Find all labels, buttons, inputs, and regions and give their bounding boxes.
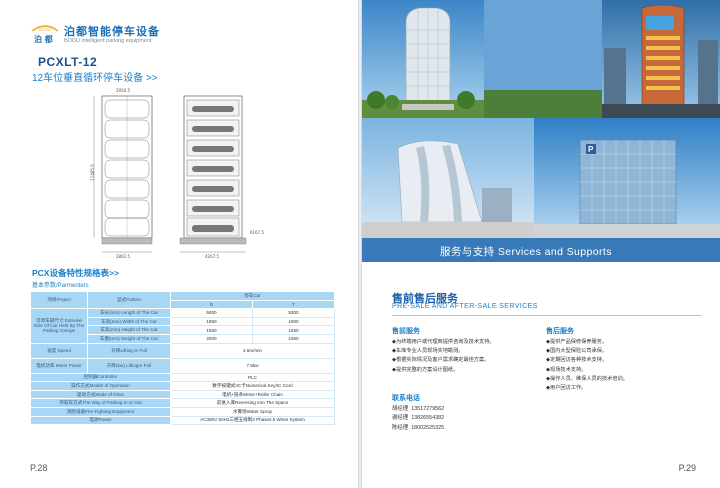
service-title-en: PRE-SALE AND AFTER-SALE SERVICES	[392, 303, 538, 310]
spec-size-label: 车宽(mm) Width of The Car	[87, 316, 171, 327]
spec-speed-label: 速度 Speed	[30, 342, 88, 359]
spec-motor-sub: 升降(kw) Liftingor Full	[87, 357, 171, 374]
curved-building-photo	[362, 118, 534, 238]
tower-photo-1	[362, 0, 484, 118]
side-elevation-drawing	[178, 90, 248, 260]
list-item: ◆现场技术支持。	[546, 366, 587, 373]
page-gutter	[358, 0, 362, 488]
building-photo-collage: P	[362, 0, 720, 262]
spec-size-label: 车长(mm) Length of The Car	[87, 308, 171, 318]
spec-speed-value: 4.5m/min	[170, 342, 335, 359]
spec-row-value: 水雾喷Water Spray	[170, 406, 335, 417]
glass-building-photo: P	[534, 118, 720, 238]
spec-row-value: AC380V 50Hz三相五线制3 Phases 5 Wires System	[170, 415, 335, 426]
spec-size-t: 2350	[251, 333, 336, 344]
spec-row-value: 数字按键式/IC卡Numerical Key/IC Cord	[170, 381, 335, 391]
spec-project-header: 项目Project	[30, 290, 88, 310]
front-elevation-drawing	[88, 90, 160, 260]
list-item: ◆车库专业人员现场实地勘测。	[392, 348, 464, 355]
spec-table-subtitle: 基本参数/Parmenters	[32, 283, 89, 289]
spec-size-t: 1900	[251, 316, 336, 327]
spec-motor-label: 电机功率 Motor Power	[30, 357, 88, 374]
spec-row-label: 存取车方式The Way of Parking In or Out	[30, 398, 171, 408]
spec-row-value: PLC	[170, 372, 335, 383]
spec-size-label: 车高(mm) Height of The Car	[87, 325, 171, 335]
side-width-dim: 6167.5	[250, 230, 264, 235]
contact-row: 陈经理 18002525325	[392, 424, 445, 431]
spec-row-label: 驱动方式Mode of Drive	[30, 389, 171, 400]
pre-sale-list: ◆为终端用户或代理商提供咨询及技术支持。 ◆车库专业人员现场实地勘测。 ◆根据实…	[392, 338, 495, 375]
list-item: ◆提供完整的方案设计图纸。	[392, 366, 459, 373]
spec-row-label: 电源Power	[30, 415, 171, 426]
front-height-dim: 11485.5	[89, 164, 95, 181]
page-number-left: P.28	[30, 463, 48, 473]
spec-pattern-header: 型式Pattern	[87, 290, 171, 310]
sky-photo	[484, 0, 602, 118]
pre-sale-heading: 售前服务	[392, 328, 420, 335]
svg-text:P: P	[588, 145, 594, 154]
after-sale-list: ◆提供产品保修保养服务。 ◆国内大型保险公司承保。 ◆定期回访各种技术支持。 ◆…	[546, 338, 628, 393]
spec-size-d: 2000	[170, 333, 253, 344]
spec-motor-value: 7.5kw	[170, 357, 335, 374]
spec-row-label: 操作方式Modes of Operation	[30, 381, 171, 391]
tower-photo-night	[602, 0, 720, 118]
spec-row-value: 前进入库Reversing Into The Space	[170, 398, 335, 408]
spec-car-type: 停车Car	[170, 291, 335, 301]
front-bottom-dim: 2862.5	[116, 254, 130, 259]
brand-name-en: BODU intelligent parking equipment	[64, 38, 152, 44]
spec-size-d: 1550	[170, 325, 253, 335]
list-item: ◆操作人员、维保人员的技术培训。	[546, 375, 628, 382]
service-title-cn: 售前售后服务	[392, 293, 458, 305]
contact-row: 胡经理 13517279562	[392, 406, 445, 412]
right-page: P 服务与支持 Services and Supports 售前售后服务 PRE…	[362, 0, 720, 488]
spec-size-label: 车重(mm) Weight of The Car	[87, 333, 171, 344]
spec-size-t: 1550	[251, 325, 336, 335]
spec-row-label: 消防设备Fire-Fighting Equipment	[30, 406, 171, 417]
logo-latin: BODU	[39, 27, 51, 32]
list-item: ◆根据实际情况及客户需求确定最佳方案。	[392, 357, 490, 364]
spec-col-d: D	[170, 299, 253, 310]
contact-list: 胡经理 13517279562 谢经理 13826554382 陈经理 1800…	[392, 405, 444, 433]
spec-speed-sub: 升降Lifting or Full	[87, 342, 171, 359]
product-subtitle: 12车位垂直循环停车设备 >>	[32, 73, 158, 84]
spec-col-t: T	[251, 299, 336, 310]
services-band	[362, 238, 720, 262]
list-item: ◆定期回访各种技术支持。	[546, 357, 608, 364]
model-number: PCXLT-12	[38, 55, 98, 69]
services-band-title: 服务与支持 Services and Supports	[440, 246, 612, 258]
service-divider	[392, 315, 702, 316]
side-bottom-dim: 4267.5	[205, 254, 219, 259]
logo-chinese: 泊 都	[34, 34, 53, 44]
bodu-logo-icon: BODU 泊 都	[31, 25, 59, 44]
brand-name-cn: 泊都智能停车设备	[64, 26, 160, 38]
spec-size-d: 5000	[170, 308, 253, 318]
spec-row-value: 电机+链条Motor+Roller Chain	[170, 389, 335, 400]
spec-row-label: 控制器Controller	[30, 372, 171, 383]
left-page: BODU 泊 都 泊都智能停车设备 BODU intelligent parki…	[0, 0, 358, 488]
spec-table-title: PCX设备特性规格表>>	[32, 268, 119, 278]
list-item: ◆用户回访工作。	[546, 385, 587, 392]
page-number-right: P.29	[678, 463, 696, 473]
spec-extreme-size: 可停车辆尺寸 Extreme Size Of Car Held By The P…	[30, 308, 88, 344]
spec-size-d: 1850	[170, 316, 253, 327]
list-item: ◆国内大型保险公司承保。	[546, 348, 608, 355]
list-item: ◆为终端用户或代理商提供咨询及技术支持。	[392, 339, 495, 345]
spec-size-t: 5300	[251, 308, 336, 318]
after-sale-heading: 售后服务	[546, 328, 574, 335]
contact-heading: 联系电话	[392, 395, 420, 402]
list-item: ◆提供产品保修保养服务。	[546, 339, 608, 345]
front-width-dim: 2950.5	[116, 88, 130, 93]
spec-table: 项目Project 型式Pattern 停车Car D T 可停车辆尺寸 Ext…	[30, 290, 336, 426]
contact-row: 谢经理 13826554382	[392, 415, 445, 422]
